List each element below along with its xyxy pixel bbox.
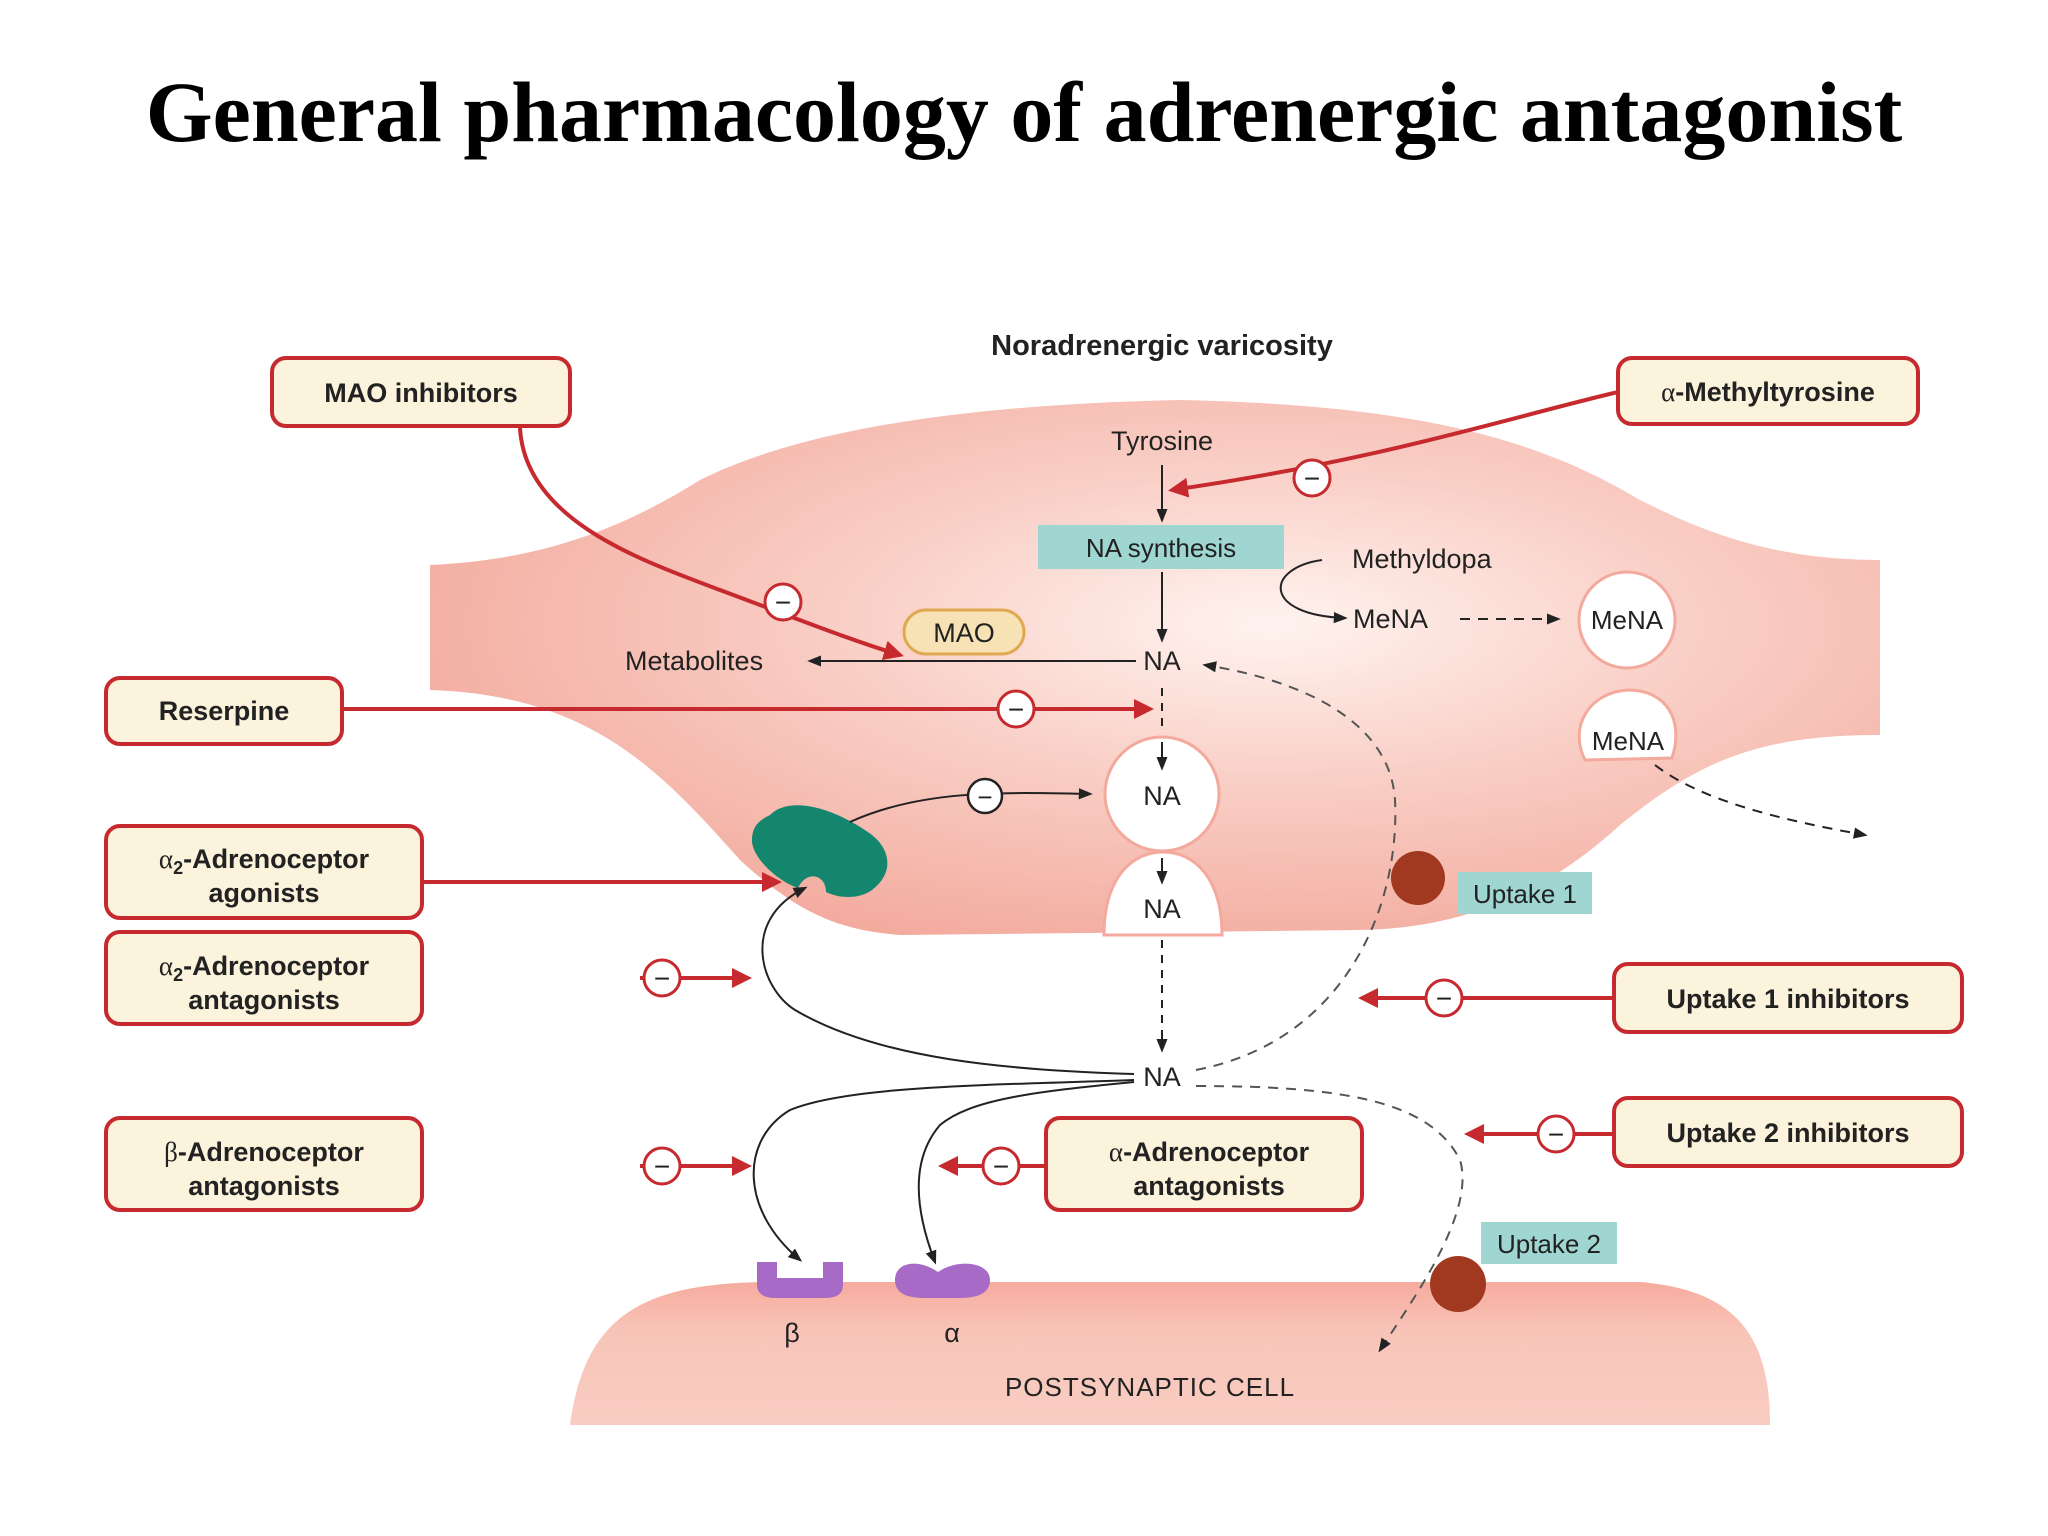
alpha2-autoreceptor [751, 805, 888, 897]
alpha-antagonists-line1: α-Adrenoceptor [1109, 1137, 1310, 1167]
methyltyrosine-box [1616, 356, 1920, 426]
mena-vesicle-2-label: MeNA [1592, 726, 1665, 756]
beta-antagonists-prefix: β [164, 1137, 178, 1167]
beta-antagonists-line2: antagonists [188, 1171, 340, 1201]
a2-agonists-line2: agonists [208, 878, 319, 908]
a2-antagonists-prefix: α [159, 951, 173, 981]
svg-text:−: − [1304, 463, 1320, 494]
inhibit-symbol-methyltyrosine: − [1292, 458, 1332, 498]
postsynaptic-cell [570, 1282, 1770, 1425]
methyltyrosine-label: α-Methyltyrosine [1661, 377, 1875, 407]
inhibit-symbol-uptake1: − [1424, 978, 1464, 1018]
methyltyrosine-text: -Methyltyrosine [1675, 377, 1875, 407]
inhibit-symbol-mao: − [763, 582, 803, 622]
a2-antagonists-box [104, 930, 424, 1026]
uptake2-label: Uptake 2 [1497, 1229, 1601, 1259]
inhibit-symbol-reserpine: − [996, 689, 1036, 729]
na-vesicle-label: NA [1143, 781, 1181, 811]
a2-agonists-line1: α2-Adrenoceptor [159, 844, 370, 878]
inhibit-symbol-beta-antagonists: − [642, 1146, 682, 1186]
mena-vesicle-2 [1577, 688, 1678, 762]
inhibit-symbol-autoreceptor: − [966, 777, 1004, 815]
alpha-antagonists-prefix: α [1109, 1137, 1123, 1167]
a2-agonists-subscript: 2 [173, 858, 183, 878]
mena-vesicle-1 [1577, 570, 1677, 670]
uptake1-transporter [1391, 851, 1445, 905]
reserpine-label: Reserpine [159, 696, 290, 726]
inhibit-symbol-a2-antagonists: − [642, 958, 682, 998]
na-synthesis-label: NA synthesis [1086, 533, 1236, 563]
svg-text:−: − [1548, 1119, 1564, 1150]
mao-inhibitors-box [270, 356, 572, 428]
beta-receptor [757, 1262, 843, 1298]
a2-antagonists-subscript: 2 [173, 965, 183, 985]
na-synthesis-box [1038, 525, 1284, 569]
alpha-receptor [895, 1263, 990, 1298]
presynaptic-varicosity [430, 400, 1880, 935]
svg-text:−: − [1008, 694, 1024, 725]
svg-text:−: − [1436, 983, 1452, 1014]
mao-label: MAO [933, 618, 995, 648]
a2-agonists-prefix: α [159, 844, 173, 874]
uptake2-inhibitors-label: Uptake 2 inhibitors [1666, 1118, 1909, 1148]
methyldopa-label: Methyldopa [1352, 544, 1493, 574]
beta-receptor-label: β [784, 1318, 800, 1348]
tyrosine-label: Tyrosine [1111, 426, 1213, 456]
postsynaptic-cell-label: POSTSYNAPTIC CELL [1005, 1372, 1295, 1402]
alpha-antagonists-line2: antagonists [1133, 1171, 1285, 1201]
svg-text:−: − [654, 963, 670, 994]
mao-enzyme [902, 608, 1026, 656]
uptake1-inhibitors-label: Uptake 1 inhibitors [1666, 984, 1909, 1014]
svg-text:−: − [775, 587, 791, 618]
slide-title: General pharmacology of adrenergic antag… [145, 64, 1903, 160]
alpha-receptor-label: α [944, 1318, 960, 1348]
alpha-antagonists-text: -Adrenoceptor [1123, 1137, 1310, 1167]
beta-antagonists-box [104, 1116, 424, 1212]
beta-antagonists-text: -Adrenoceptor [178, 1137, 365, 1167]
varicosity-label: Noradrenergic varicosity [991, 330, 1333, 362]
uptake1-label: Uptake 1 [1473, 879, 1577, 909]
uptake2-transporter [1430, 1256, 1486, 1312]
svg-text:−: − [993, 1151, 1009, 1182]
beta-antagonists-line1: β-Adrenoceptor [164, 1137, 364, 1167]
a2-antagonists-text: -Adrenoceptor [183, 951, 370, 981]
svg-text:−: − [977, 782, 992, 812]
inhibit-symbol-alpha-antagonists: − [981, 1146, 1021, 1186]
a2-antagonists-line1: α2-Adrenoceptor [159, 951, 370, 985]
svg-text:−: − [654, 1151, 670, 1182]
mao-inhibitors-label: MAO inhibitors [324, 378, 517, 408]
na-release-label: NA [1143, 894, 1181, 924]
na-cleft-label: NA [1143, 1062, 1181, 1092]
mena-label: MeNA [1353, 604, 1428, 634]
metabolites-label: Metabolites [625, 646, 763, 676]
na-cytoplasm-label: NA [1143, 646, 1181, 676]
methyltyrosine-prefix: α [1661, 377, 1675, 407]
mena-vesicle-1-label: MeNA [1591, 605, 1664, 635]
a2-agonists-box [104, 824, 424, 920]
a2-antagonists-line2: antagonists [188, 985, 340, 1015]
na-release-vesicle [1102, 850, 1224, 937]
inhibit-symbol-uptake2: − [1536, 1114, 1576, 1154]
a2-agonists-text: -Adrenoceptor [183, 844, 370, 874]
